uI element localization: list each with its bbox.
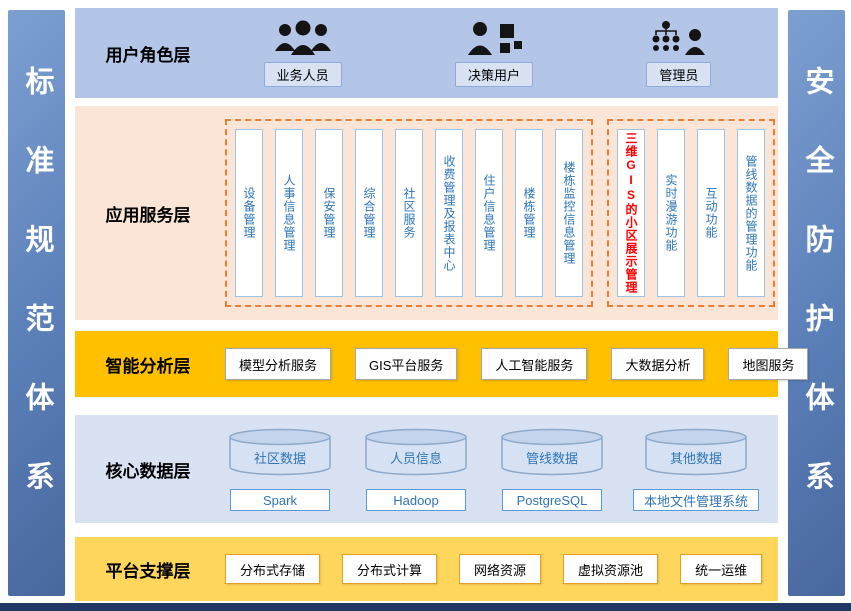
database-label: 管线数据 xyxy=(525,451,578,466)
tech-box: Hadoop xyxy=(366,489,466,511)
tech-box: PostgreSQL xyxy=(502,489,602,511)
database-label: 其他数据 xyxy=(669,451,722,466)
database-label: 社区数据 xyxy=(253,451,306,466)
module-label: 管线数据的管理功能 xyxy=(744,154,758,272)
module-label: 保安管理 xyxy=(322,187,336,239)
module-label: 人事信息管理 xyxy=(282,174,296,252)
cylinder-icon xyxy=(365,428,467,476)
community-modules-group: 设备管理 人事信息管理 保安管理 综合管理 社区服务 收费管理及报表中心 住户信… xyxy=(225,119,593,307)
database-cylinder: 社区数据 xyxy=(225,427,335,477)
resource-box: 分布式计算 xyxy=(342,554,438,584)
module-label: 设备管理 xyxy=(242,187,256,239)
data-column: 其他数据 本地文件管理系统 xyxy=(633,427,760,511)
application-service-layer-label: 应用服务层 xyxy=(105,205,191,225)
data-column: 社区数据 Spark xyxy=(225,427,335,511)
role-label: 业务人员 xyxy=(263,62,342,87)
module-box: 楼栋监控信息管理 xyxy=(555,129,583,297)
service-box: 大数据分析 xyxy=(611,348,705,380)
security-protection-label: 安全防护体系 xyxy=(801,66,833,540)
module-label: 收费管理及报表中心 xyxy=(442,154,456,272)
role-decision-user: 决策用户 xyxy=(454,19,533,87)
module-box: 住户信息管理 xyxy=(475,129,503,297)
module-box: 收费管理及报表中心 xyxy=(435,129,463,297)
platform-support-layer: 平台支撑层 分布式存储 分布式计算 网络资源 虚拟资源池 统一运维 xyxy=(75,537,778,601)
role-administrator: 管理员 xyxy=(646,19,712,87)
platform-support-layer-label: 平台支撑层 xyxy=(105,561,191,581)
data-column: 人员信息 Hadoop xyxy=(361,427,471,511)
module-box: 保安管理 xyxy=(315,129,343,297)
service-box: 模型分析服务 xyxy=(225,348,332,380)
module-label: 楼栋监控信息管理 xyxy=(562,161,576,265)
module-label: 互动功能 xyxy=(704,187,718,239)
cylinder-icon xyxy=(501,428,603,476)
database-cylinder: 人员信息 xyxy=(361,427,471,477)
tech-box: 本地文件管理系统 xyxy=(633,489,760,511)
module-box: 社区服务 xyxy=(395,129,423,297)
decision-user-icon xyxy=(467,22,522,55)
service-box: 人工智能服务 xyxy=(481,348,588,380)
resource-box: 分布式存储 xyxy=(225,554,321,584)
module-label: 社区服务 xyxy=(402,187,416,239)
module-box: 设备管理 xyxy=(235,129,263,297)
module-box: 楼栋管理 xyxy=(515,129,543,297)
gis-modules-group: 三维GIS的小区展示管理 实时漫游功能 互动功能 管线数据的管理功能 xyxy=(607,119,775,307)
standard-spec-bar: 标准规范体系 xyxy=(8,10,65,596)
cylinder-icon xyxy=(645,428,747,476)
module-box: 实时漫游功能 xyxy=(657,129,685,297)
database-cylinder: 管线数据 xyxy=(497,427,607,477)
admin-hierarchy-icon xyxy=(652,21,705,55)
module-label: 综合管理 xyxy=(362,187,376,239)
core-data-layer: 核心数据层 社区数据 Spark 人员信息 xyxy=(75,415,778,523)
people-group-icon xyxy=(274,20,331,55)
roles-row: 业务人员 决策用户 xyxy=(207,19,778,87)
platform-resources-row: 分布式存储 分布式计算 网络资源 虚拟资源池 统一运维 xyxy=(225,554,778,584)
data-columns: 社区数据 Spark 人员信息 Hadoop xyxy=(225,427,778,511)
intelligent-analysis-layer-label: 智能分析层 xyxy=(105,356,191,376)
role-business-staff: 业务人员 xyxy=(263,19,342,87)
app-service-groups: 设备管理 人事信息管理 保安管理 综合管理 社区服务 收费管理及报表中心 住户信… xyxy=(225,119,778,307)
tech-box: Spark xyxy=(230,489,330,511)
user-role-layer: 用户角色层 业务人员 xyxy=(75,8,778,98)
module-label: 实时漫游功能 xyxy=(664,174,678,252)
role-label: 管理员 xyxy=(646,62,712,87)
module-box: 综合管理 xyxy=(355,129,383,297)
database-cylinder: 其他数据 xyxy=(641,427,751,477)
application-service-layer: 应用服务层 设备管理 人事信息管理 保安管理 综合管理 社区服务 收费管理及报表… xyxy=(75,106,778,320)
resource-box: 虚拟资源池 xyxy=(563,554,659,584)
module-label: 楼栋管理 xyxy=(522,187,536,239)
module-box: 人事信息管理 xyxy=(275,129,303,297)
module-label: 三维GIS的小区展示管理 xyxy=(624,132,638,294)
intelligent-analysis-layer: 智能分析层 模型分析服务 GIS平台服务 人工智能服务 大数据分析 地图服务 xyxy=(75,331,809,397)
data-column: 管线数据 PostgreSQL xyxy=(497,427,607,511)
bottom-divider xyxy=(0,603,851,611)
module-box: 管线数据的管理功能 xyxy=(737,129,765,297)
cylinder-icon xyxy=(229,428,331,476)
resource-box: 网络资源 xyxy=(459,554,542,584)
resource-box: 统一运维 xyxy=(680,554,763,584)
role-label: 决策用户 xyxy=(454,62,533,87)
standard-spec-label: 标准规范体系 xyxy=(21,66,53,540)
service-box: 地图服务 xyxy=(728,348,809,380)
module-box: 互动功能 xyxy=(697,129,725,297)
module-box-3d-gis: 三维GIS的小区展示管理 xyxy=(617,129,645,297)
service-box: GIS平台服务 xyxy=(355,348,458,380)
analysis-services-row: 模型分析服务 GIS平台服务 人工智能服务 大数据分析 地图服务 xyxy=(225,348,809,380)
module-label: 住户信息管理 xyxy=(482,174,496,252)
user-role-layer-label: 用户角色层 xyxy=(105,45,191,65)
core-data-layer-label: 核心数据层 xyxy=(105,461,191,481)
security-protection-bar: 安全防护体系 xyxy=(788,10,845,596)
database-label: 人员信息 xyxy=(389,451,442,466)
